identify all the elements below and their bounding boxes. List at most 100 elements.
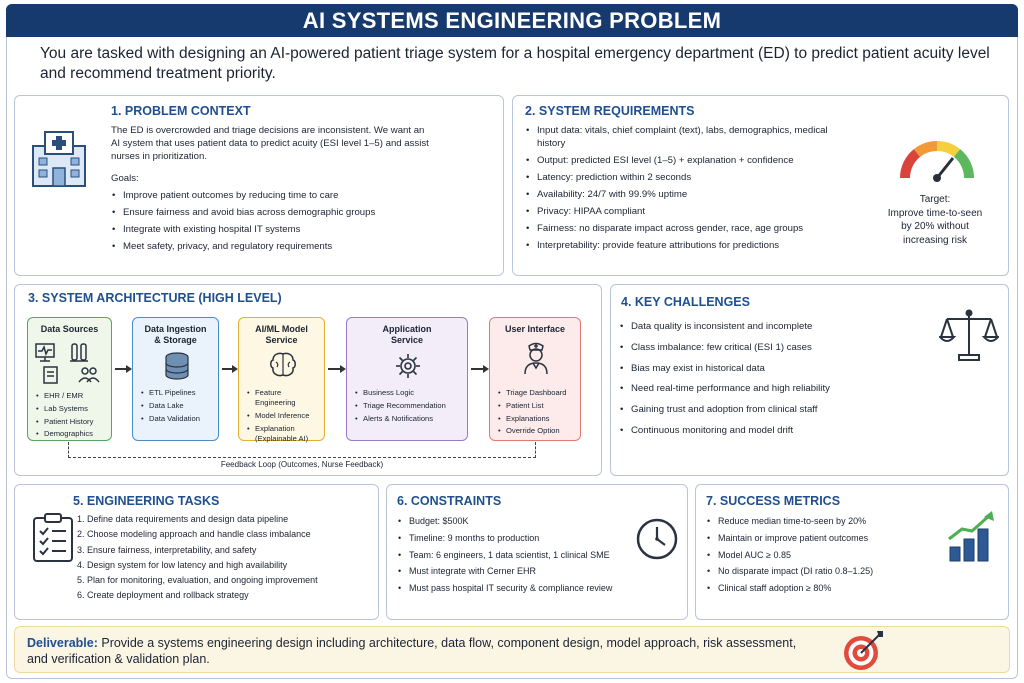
flow-arrow (328, 365, 346, 373)
hospital-icon (27, 128, 91, 193)
arch-item: Explanation (Explainable AI) (247, 424, 320, 444)
user-interface-list: Triage Dashboard Patient List Explanatio… (498, 388, 576, 439)
engineering-tasks-title: 5. ENGINEERING TASKS (73, 494, 220, 508)
nurse-icon (522, 340, 550, 381)
metric-item: No disparate impact (DI ratio 0.8–1.25) (706, 565, 936, 578)
application-service-box: Application Service Business Logic Triag… (346, 317, 468, 441)
task-item: 6. Create deployment and rollback strate… (77, 590, 249, 601)
arch-item: Triage Dashboard (498, 388, 576, 398)
deliverable-label: Deliverable: (27, 636, 98, 650)
success-metrics-title: 7. SUCCESS METRICS (706, 494, 841, 508)
engineering-tasks-card: 5. ENGINEERING TASKS 1. Define data requ… (14, 484, 379, 620)
problem-context-card: 1. PROBLEM CONTEXT The ED is overcrowded… (14, 95, 504, 276)
metrics-list: Reduce median time-to-seen by 20% Mainta… (706, 515, 936, 599)
metric-item: Model AUC ≥ 0.85 (706, 549, 936, 562)
gauge-icon (897, 134, 977, 189)
growth-chart-icon (946, 509, 998, 570)
target-note: Target: Improve time-to-seen by 20% with… (887, 194, 983, 246)
requirement-item: Privacy: HIPAA compliant (525, 206, 845, 219)
user-interface-box: User Interface Triage Dashboard Patient … (489, 317, 581, 441)
challenge-item: Gaining trust and adoption from clinical… (619, 404, 919, 417)
goal-item: Ensure fairness and avoid bias across de… (111, 207, 491, 220)
goals-list: Improve patient outcomes by reducing tim… (111, 190, 491, 258)
goal-item: Integrate with existing hospital IT syst… (111, 224, 491, 237)
constraint-item: Must integrate with Cerner EHR (397, 565, 637, 578)
database-icon (164, 352, 190, 385)
people-icon (78, 367, 100, 383)
test-tubes-icon (70, 343, 88, 362)
requirement-item: Availability: 24/7 with 99.9% uptime (525, 189, 845, 202)
page-title: AI SYSTEMS ENGINEERING PROBLEM (6, 4, 1018, 37)
clipboard-icon (31, 513, 75, 568)
arch-item: Alerts & Notifications (355, 414, 463, 424)
task-item: 2. Choose modeling approach and handle c… (77, 529, 311, 540)
task-item: 3. Ensure fairness, interpretability, an… (77, 544, 257, 555)
key-challenges-card: 4. KEY CHALLENGES Data quality is incons… (610, 284, 1009, 476)
metric-item: Clinical staff adoption ≥ 80% (706, 582, 936, 595)
user-interface-title: User Interface (504, 324, 566, 334)
data-sources-box: Data Sources EHR / EMR Lab Systems Patie… (27, 317, 112, 441)
deliverable-body: Provide a systems engineering design inc… (27, 636, 797, 666)
constraint-item: Must pass hospital IT security & complia… (397, 582, 637, 595)
task-item: 5. Plan for monitoring, evaluation, and … (77, 575, 318, 586)
metric-item: Maintain or improve patient outcomes (706, 532, 936, 545)
problem-context-description: The ED is overcrowded and triage decisio… (111, 125, 429, 162)
arch-item: Override Option (498, 426, 576, 436)
target-icon (841, 629, 885, 678)
requirement-item: Interpretability: provide feature attrib… (525, 240, 845, 253)
architecture-title: 3. SYSTEM ARCHITECTURE (HIGH LEVEL) (28, 291, 282, 305)
challenges-list: Data quality is inconsistent and incompl… (619, 321, 919, 446)
metric-item: Reduce median time-to-seen by 20% (706, 515, 936, 528)
constraints-card: 6. CONSTRAINTS Budget: $500K Timeline: 9… (386, 484, 688, 620)
problem-context-title: 1. PROBLEM CONTEXT (111, 104, 251, 118)
arch-item: Business Logic (355, 388, 463, 398)
deliverable-banner: Deliverable: Provide a systems engineeri… (14, 626, 1010, 673)
arch-item: Data Lake (141, 401, 214, 411)
data-source-icons (34, 342, 108, 391)
challenge-item: Class imbalance: few critical (ESI 1) ca… (619, 342, 919, 355)
document-icon (43, 366, 58, 384)
application-service-list: Business Logic Triage Recommendation Ale… (355, 388, 463, 426)
data-ingestion-list: ETL Pipelines Data Lake Data Validation (141, 388, 214, 426)
flow-arrow (222, 365, 238, 373)
constraints-list: Budget: $500K Timeline: 9 months to prod… (397, 515, 637, 599)
requirement-item: Output: predicted ESI level (1–5) + expl… (525, 155, 845, 168)
data-ingestion-box: Data Ingestion & Storage ETL Pipelines D… (132, 317, 219, 441)
flow-arrow (471, 365, 489, 373)
task-item: 1. Define data requirements and design d… (77, 514, 289, 524)
deliverable-text: Deliverable: Provide a systems engineeri… (27, 635, 817, 667)
challenge-item: Continuous monitoring and model drift (619, 425, 919, 438)
goal-item: Meet safety, privacy, and regulatory req… (111, 241, 491, 254)
task-item: 4. Design system for low latency and hig… (77, 559, 288, 570)
arch-item: Explanations (498, 414, 576, 424)
challenge-item: Bias may exist in historical data (619, 363, 919, 376)
scales-icon (937, 307, 1001, 368)
intro-text: You are tasked with designing an AI-powe… (40, 45, 990, 82)
arch-item: Patient History (36, 417, 107, 427)
arch-item: Triage Recommendation (355, 401, 463, 411)
system-requirements-title: 2. SYSTEM REQUIREMENTS (525, 104, 695, 118)
success-metrics-card: 7. SUCCESS METRICS Reduce median time-to… (695, 484, 1009, 620)
requirement-item: Input data: vitals, chief complaint (tex… (525, 125, 845, 150)
constraint-item: Team: 6 engineers, 1 data scientist, 1 c… (397, 549, 637, 562)
goal-item: Improve patient outcomes by reducing tim… (111, 190, 491, 203)
gear-icon (394, 352, 422, 385)
arch-item: Patient List (498, 401, 576, 411)
ml-model-list: Feature Engineering Model Inference Expl… (247, 388, 320, 446)
arch-item: ETL Pipelines (141, 388, 214, 398)
key-challenges-title: 4. KEY CHALLENGES (621, 295, 750, 309)
tasks-list: 1. Define data requirements and design d… (77, 513, 377, 605)
ml-model-box: AI/ML Model Service Feature Engineering … (238, 317, 325, 443)
constraint-item: Timeline: 9 months to production (397, 532, 637, 545)
feedback-loop-line (68, 442, 536, 458)
brain-icon (268, 351, 298, 384)
constraint-item: Budget: $500K (397, 515, 637, 528)
system-requirements-card: 2. SYSTEM REQUIREMENTS Input data: vital… (512, 95, 1009, 276)
arch-item: Data Validation (141, 414, 214, 424)
requirement-item: Fairness: no disparate impact across gen… (525, 223, 845, 236)
ml-model-title: AI/ML Model Service (255, 324, 308, 345)
arch-item: Demographics (36, 429, 107, 439)
arch-item: EHR / EMR (36, 391, 107, 401)
arch-item: Feature Engineering (247, 388, 320, 408)
requirement-item: Latency: prediction within 2 seconds (525, 172, 845, 185)
